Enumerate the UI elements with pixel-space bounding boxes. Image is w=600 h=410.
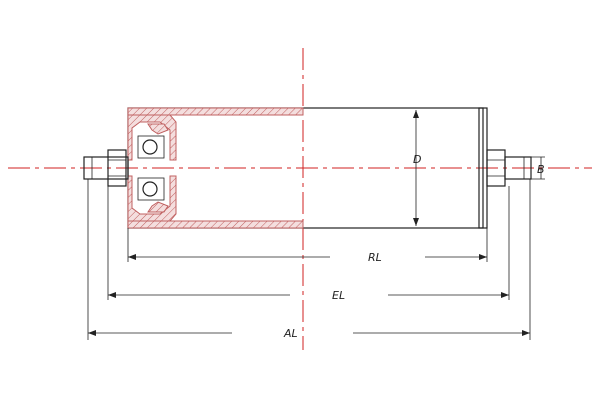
dim-el-arrow-left xyxy=(108,292,116,298)
dim-rl-arrow-left xyxy=(128,254,136,260)
seal-lower xyxy=(147,201,169,213)
bearing-race-upper xyxy=(137,135,165,159)
dimension-end-length: EL xyxy=(107,186,510,302)
dim-rl-label: RL xyxy=(368,251,382,264)
centerlines xyxy=(8,48,592,350)
dim-b-label: B xyxy=(537,163,545,176)
dimension-axle-length: AL xyxy=(87,179,531,340)
dim-d-arrow-top xyxy=(413,110,419,118)
bearing-ball-upper xyxy=(142,139,158,155)
seal-upper xyxy=(147,123,169,135)
dim-al-arrow-left xyxy=(88,330,96,336)
dim-al-label: AL xyxy=(283,327,298,340)
dim-d-arrow-bottom xyxy=(413,218,419,226)
left-shaft-end xyxy=(83,149,129,187)
bearing-race-lower xyxy=(137,177,165,201)
shaft-right-stub xyxy=(504,156,532,180)
bearing-ball-lower xyxy=(142,181,158,197)
dimension-roll-length: RL xyxy=(127,228,488,264)
roller-tube xyxy=(127,107,488,229)
dim-rl-arrow-right xyxy=(479,254,487,260)
dim-el-arrow-right xyxy=(501,292,509,298)
dim-al-arrow-right xyxy=(522,330,530,336)
tube-wall-bottom-section xyxy=(127,220,304,229)
left-bearing-housing-section xyxy=(127,114,177,222)
shaft-left-stub xyxy=(83,156,129,180)
right-shaft-end xyxy=(486,149,532,187)
tube-wall-top-section xyxy=(127,107,304,116)
dim-d-label: D xyxy=(413,153,421,166)
dimension-diameter: D xyxy=(413,110,421,226)
dim-el-label: EL xyxy=(332,289,345,302)
dimension-bore: B xyxy=(524,156,545,180)
hex-nut-left xyxy=(107,149,127,187)
